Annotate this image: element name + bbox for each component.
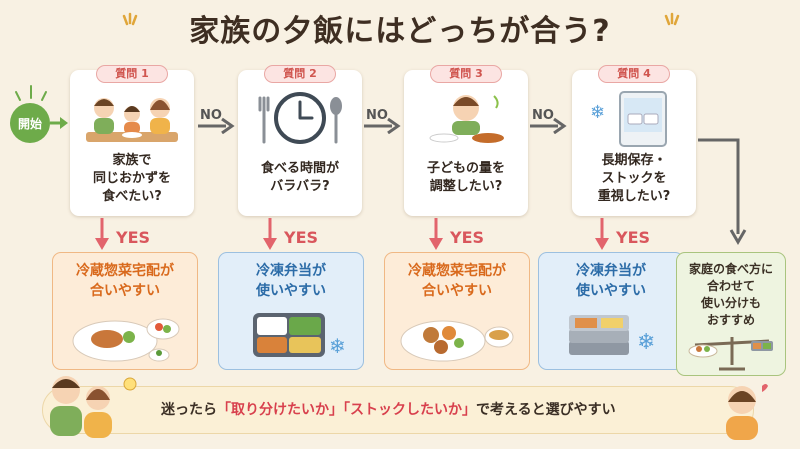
arrow-right-icon	[364, 117, 401, 134]
bottom-message: 迷ったら「取り分けたいか」「ストックしたいか」で考えると選びやすい	[161, 399, 681, 419]
page-title: 家族の夕飯にはどっちが合う?	[189, 14, 611, 49]
clock-icon	[258, 92, 342, 144]
question-card-1: 質問 1 家族で 同じおかずを 食べたい?	[70, 65, 194, 216]
question-badge: 質問 1	[96, 65, 168, 83]
balance-scale-icon	[688, 337, 773, 371]
sunrays-icon	[15, 85, 47, 101]
sparkle-icon	[122, 12, 138, 26]
bottom-banner: 迷ったら「取り分けたいか」「ストックしたいか」で考えると選びやすい	[42, 386, 754, 434]
bottom-suffix: で考えると選びやすい	[476, 402, 616, 418]
question-text: 長期保存・ ストックを 重視したい?	[597, 153, 671, 204]
bottom-highlight-2: 「ストックしたいか」	[343, 402, 476, 418]
question-card-4: 質問 4 ❄ 長期保存・ ストックを 重視したい?	[572, 65, 696, 216]
family-dinner-icon	[86, 98, 178, 142]
stew-bowl-icon	[400, 320, 514, 362]
arrow-down-icon	[95, 218, 109, 250]
yes-label: YES	[284, 228, 319, 247]
no-label: NO	[200, 108, 222, 123]
child-eating-icon	[429, 95, 504, 143]
svg-text:❄: ❄	[590, 102, 605, 123]
answer-card-2: 冷凍弁当が 使いやすい ❄	[218, 252, 364, 370]
no-label: NO	[366, 108, 388, 123]
arrow-right-icon	[198, 117, 235, 134]
arrow-right-icon	[50, 117, 68, 129]
couple-icon	[50, 376, 137, 438]
no-label: NO	[532, 108, 554, 123]
question-badge: 質問 2	[264, 65, 336, 83]
answer-text: 冷蔵惣菜宅配が 合いやすい	[408, 263, 506, 299]
answer-card-1: 冷蔵惣菜宅配が 合いやすい	[52, 252, 198, 370]
meal-plate-icon	[72, 318, 180, 362]
question-card-2: 質問 2 食べる時間が バラバラ?	[238, 65, 362, 216]
final-text: 家庭の食べ方に 合わせて 使い分けも おすすめ	[688, 262, 773, 327]
question-card-3: 質問 3 子どもの量を 調整したい?	[404, 65, 528, 216]
question-badge: 質問 3	[430, 65, 502, 83]
answer-text: 冷凍弁当が 使いやすい	[256, 263, 326, 299]
bottom-prefix: 迷ったら	[161, 402, 217, 418]
answer-text: 冷蔵惣菜宅配が 合いやすい	[76, 263, 174, 299]
arrow-down-elbow-icon	[698, 138, 747, 245]
answer-card-3: 冷蔵惣菜宅配が 合いやすい	[384, 252, 530, 370]
bottom-highlight-1: 「取り分けたいか」	[217, 402, 343, 418]
answer-card-4: 冷凍弁当が 使いやすい ❄	[538, 252, 684, 370]
arrow-right-icon	[530, 117, 567, 134]
final-card: 家庭の食べ方に 合わせて 使い分けも おすすめ	[676, 252, 786, 376]
arrow-down-icon	[263, 218, 277, 250]
sparkle-icon	[664, 12, 680, 26]
question-text: 家族で 同じおかずを 食べたい?	[92, 153, 171, 204]
yes-label: YES	[450, 228, 485, 247]
svg-text:❄: ❄	[637, 330, 655, 355]
question-text: 食べる時間が バラバラ?	[260, 161, 339, 194]
start-node: 開始	[10, 103, 50, 143]
question-badge: 質問 4	[598, 65, 670, 83]
yes-label: YES	[616, 228, 651, 247]
yes-label: YES	[116, 228, 151, 247]
answer-text: 冷凍弁当が 使いやすい	[576, 263, 646, 299]
frozen-bento-icon: ❄	[253, 313, 346, 358]
question-text: 子どもの量を 調整したい?	[426, 161, 505, 194]
arrow-down-icon	[595, 218, 609, 250]
thinking-woman-icon	[726, 384, 768, 440]
stacked-trays-icon: ❄	[569, 315, 655, 355]
freezer-icon: ❄	[590, 91, 667, 147]
arrow-down-icon	[429, 218, 443, 250]
svg-text:❄: ❄	[329, 334, 346, 358]
